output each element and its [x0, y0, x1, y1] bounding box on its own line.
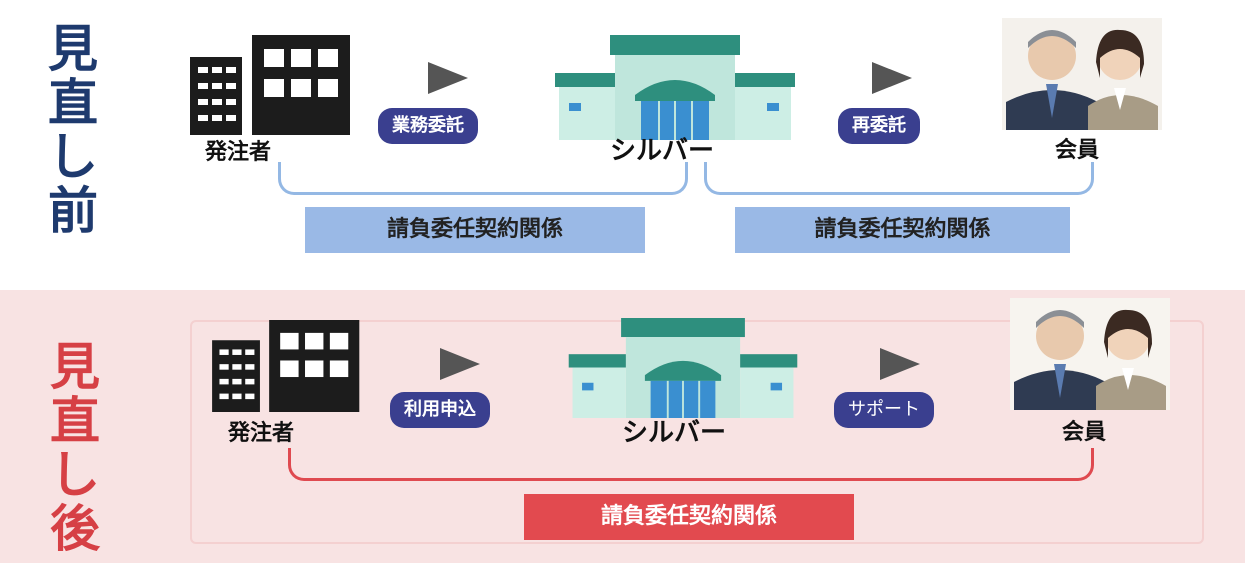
before-member-label: 会員	[1055, 138, 1100, 163]
after-section-label: 見直し後	[50, 338, 100, 558]
before-silver-label: シルバー	[610, 136, 715, 166]
before-member-people-icon	[1002, 18, 1162, 134]
before-arrow-2-icon	[872, 62, 912, 98]
after-member-people-icon	[1010, 298, 1170, 414]
after-flow-1-badge: 利用申込	[390, 392, 490, 428]
after-arrow-1-icon	[440, 348, 480, 384]
before-silver-building-icon	[555, 35, 795, 144]
before-contract-1-label: 請負委任契約関係	[305, 207, 645, 253]
after-arrow-2-icon	[880, 348, 920, 384]
after-member-label: 会員	[1062, 420, 1107, 445]
before-contract-bracket-1	[278, 162, 688, 195]
before-flow-2-badge: 再委託	[838, 108, 920, 144]
before-contract-2-label: 請負委任契約関係	[735, 207, 1070, 253]
after-client-label: 発注者	[228, 421, 295, 446]
before-client-icon	[190, 35, 355, 139]
after-contract-bracket	[288, 448, 1094, 481]
before-arrow-1-icon	[428, 62, 468, 98]
before-flow-1-badge: 業務委託	[378, 108, 478, 144]
after-flow-2-badge: サポート	[834, 392, 934, 428]
before-section-label: 見直し前	[48, 20, 98, 240]
after-contract-label: 請負委任契約関係	[524, 494, 854, 540]
after-client-icon	[212, 320, 364, 416]
before-client-label: 発注者	[205, 140, 272, 165]
after-silver-label: シルバー	[622, 418, 727, 448]
before-contract-bracket-2	[704, 162, 1094, 195]
after-silver-building-icon	[568, 318, 798, 422]
